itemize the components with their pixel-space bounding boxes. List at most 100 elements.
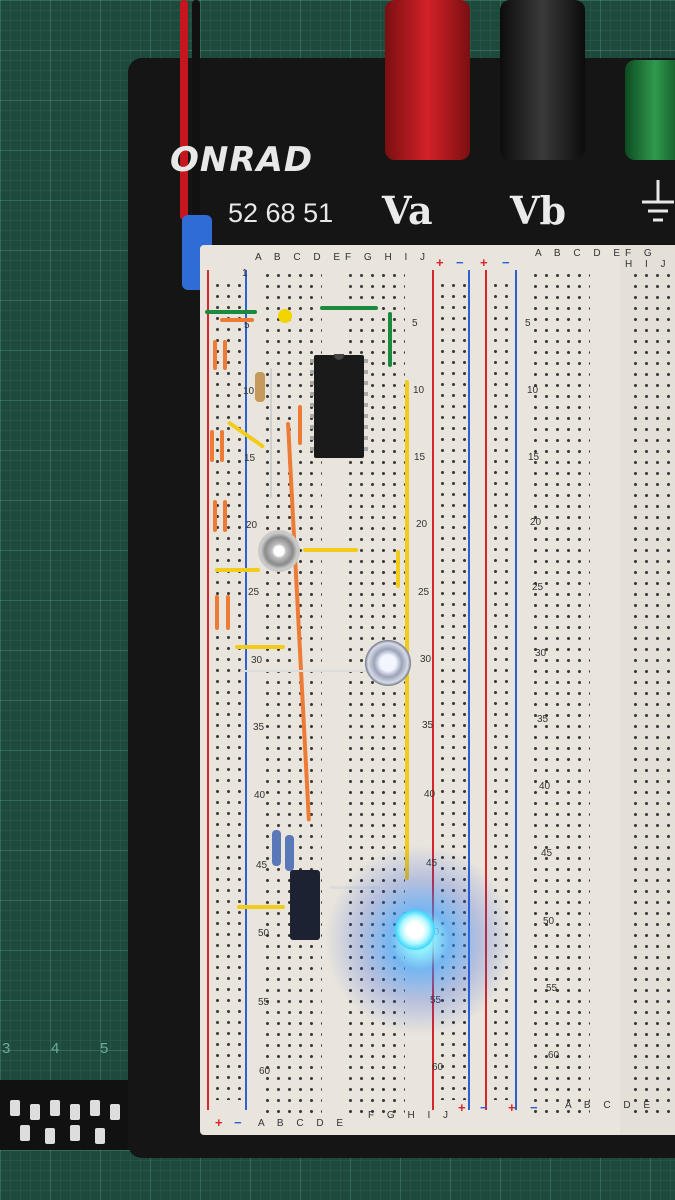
row-number: 5 bbox=[525, 318, 531, 329]
row-number: 35 bbox=[422, 720, 434, 731]
jumper-wire-yellow[interactable] bbox=[215, 568, 260, 572]
row-number: 20 bbox=[416, 519, 428, 530]
rail-minus-label: − bbox=[502, 255, 510, 270]
rail-plus-label: + bbox=[458, 1100, 466, 1115]
component-lead bbox=[270, 368, 272, 498]
ceramic-capacitor[interactable] bbox=[278, 309, 292, 323]
jumper-wire-orange[interactable] bbox=[213, 500, 217, 532]
jumper-wire-orange[interactable] bbox=[215, 595, 219, 630]
red-wire bbox=[180, 0, 188, 220]
ic-pins bbox=[310, 359, 314, 454]
column-letters: A B C D E bbox=[255, 252, 346, 263]
jumper-wire-orange[interactable] bbox=[213, 340, 217, 370]
jumper-wire-yellow[interactable] bbox=[303, 548, 358, 552]
rail-plus-label: + bbox=[480, 255, 488, 270]
rail-holes bbox=[212, 280, 242, 1100]
jumper-wire-orange[interactable] bbox=[210, 430, 214, 462]
terminal-holes-left bbox=[530, 270, 590, 1115]
column-letters: F G H I J bbox=[345, 252, 430, 263]
terminal-label-va: Va bbox=[382, 188, 433, 233]
row-number: 15 bbox=[244, 453, 256, 464]
row-number: 50 bbox=[543, 916, 555, 927]
row-number: 60 bbox=[432, 1062, 444, 1073]
jumper-wire-orange[interactable] bbox=[223, 340, 227, 370]
jumper-wire-yellow[interactable] bbox=[237, 905, 285, 909]
black-wire bbox=[192, 0, 200, 220]
jumper-wire-orange[interactable] bbox=[298, 405, 302, 445]
plus-rail-line bbox=[432, 270, 434, 1110]
row-number: 10 bbox=[527, 385, 539, 396]
jumper-wire-yellow[interactable] bbox=[405, 380, 409, 880]
row-number: 30 bbox=[251, 655, 263, 666]
column-letters: A B C D E bbox=[535, 248, 626, 259]
jumper-wire-green[interactable] bbox=[205, 310, 257, 314]
ic-pins bbox=[364, 359, 368, 454]
component-lead bbox=[240, 670, 380, 672]
terminal-label-vb: Vb bbox=[510, 188, 567, 233]
rail-minus-label: − bbox=[456, 255, 464, 270]
column-letters: F G H I J bbox=[625, 248, 671, 270]
row-number: 15 bbox=[414, 452, 426, 463]
electrolytic-capacitor[interactable] bbox=[365, 640, 411, 686]
row-number: 60 bbox=[548, 1050, 560, 1061]
rail-minus-label: − bbox=[234, 1115, 242, 1130]
voltage-regulator[interactable] bbox=[290, 870, 320, 940]
plus-rail-line bbox=[207, 270, 209, 1110]
row-number: 60 bbox=[259, 1066, 271, 1077]
row-number: 25 bbox=[418, 587, 430, 598]
jumper-wire-orange[interactable] bbox=[226, 595, 230, 630]
row-number: 40 bbox=[254, 790, 266, 801]
plus-rail-line bbox=[485, 270, 487, 1110]
row-number: 1 bbox=[242, 268, 248, 279]
va-binding-post[interactable] bbox=[385, 0, 470, 160]
jumper-wire-green[interactable] bbox=[320, 306, 378, 310]
row-number: 40 bbox=[539, 781, 551, 792]
keyboard-edge bbox=[0, 1080, 150, 1150]
column-letters: F G H I J bbox=[368, 1110, 453, 1121]
minus-rail-line bbox=[245, 270, 247, 1110]
dip-ic-chip[interactable] bbox=[310, 354, 368, 458]
jumper-wire-yellow[interactable] bbox=[235, 645, 285, 649]
ground-icon bbox=[642, 180, 674, 222]
row-number: 25 bbox=[248, 587, 260, 598]
row-number: 55 bbox=[546, 983, 558, 994]
row-number: 5 bbox=[244, 320, 250, 331]
jumper-wire-orange[interactable] bbox=[220, 318, 254, 322]
vb-binding-post[interactable] bbox=[500, 0, 585, 160]
rail-plus-label: + bbox=[508, 1100, 516, 1115]
rail-minus-label: − bbox=[480, 1100, 488, 1115]
photoresistor[interactable] bbox=[258, 530, 300, 572]
resistor[interactable] bbox=[255, 372, 265, 402]
jumper-wire-orange[interactable] bbox=[220, 430, 224, 462]
resistor[interactable] bbox=[272, 830, 281, 866]
blue-led[interactable] bbox=[395, 910, 435, 950]
ic-notch bbox=[334, 354, 344, 360]
resistor[interactable] bbox=[285, 835, 294, 871]
minus-rail-line bbox=[515, 270, 517, 1110]
row-number: 50 bbox=[258, 928, 270, 939]
row-number: 45 bbox=[541, 848, 553, 859]
ruler-number: 4 bbox=[51, 1040, 60, 1057]
row-number: 35 bbox=[253, 722, 265, 733]
ruler-number: 3 bbox=[2, 1040, 11, 1057]
row-number: 30 bbox=[420, 654, 432, 665]
row-number: 45 bbox=[256, 860, 268, 871]
row-number: 20 bbox=[530, 517, 542, 528]
row-number: 10 bbox=[243, 386, 255, 397]
row-number: 5 bbox=[412, 318, 418, 329]
column-letters: A B C D E bbox=[258, 1118, 349, 1129]
row-number: 15 bbox=[528, 452, 540, 463]
row-number: 55 bbox=[258, 997, 270, 1008]
jumper-wire-orange[interactable] bbox=[223, 500, 227, 532]
rail-minus-label: − bbox=[530, 1100, 538, 1115]
row-number: 25 bbox=[532, 582, 544, 593]
jumper-wire-yellow[interactable] bbox=[396, 550, 400, 588]
rail-plus-label: + bbox=[436, 255, 444, 270]
row-number: 10 bbox=[413, 385, 425, 396]
jumper-wire-green[interactable] bbox=[388, 312, 392, 367]
row-number: 35 bbox=[537, 714, 549, 725]
rail-plus-label: + bbox=[215, 1115, 223, 1130]
part-number: 52 68 51 bbox=[228, 198, 334, 228]
ground-binding-post[interactable] bbox=[625, 60, 675, 160]
terminal-holes-right bbox=[630, 270, 675, 1115]
